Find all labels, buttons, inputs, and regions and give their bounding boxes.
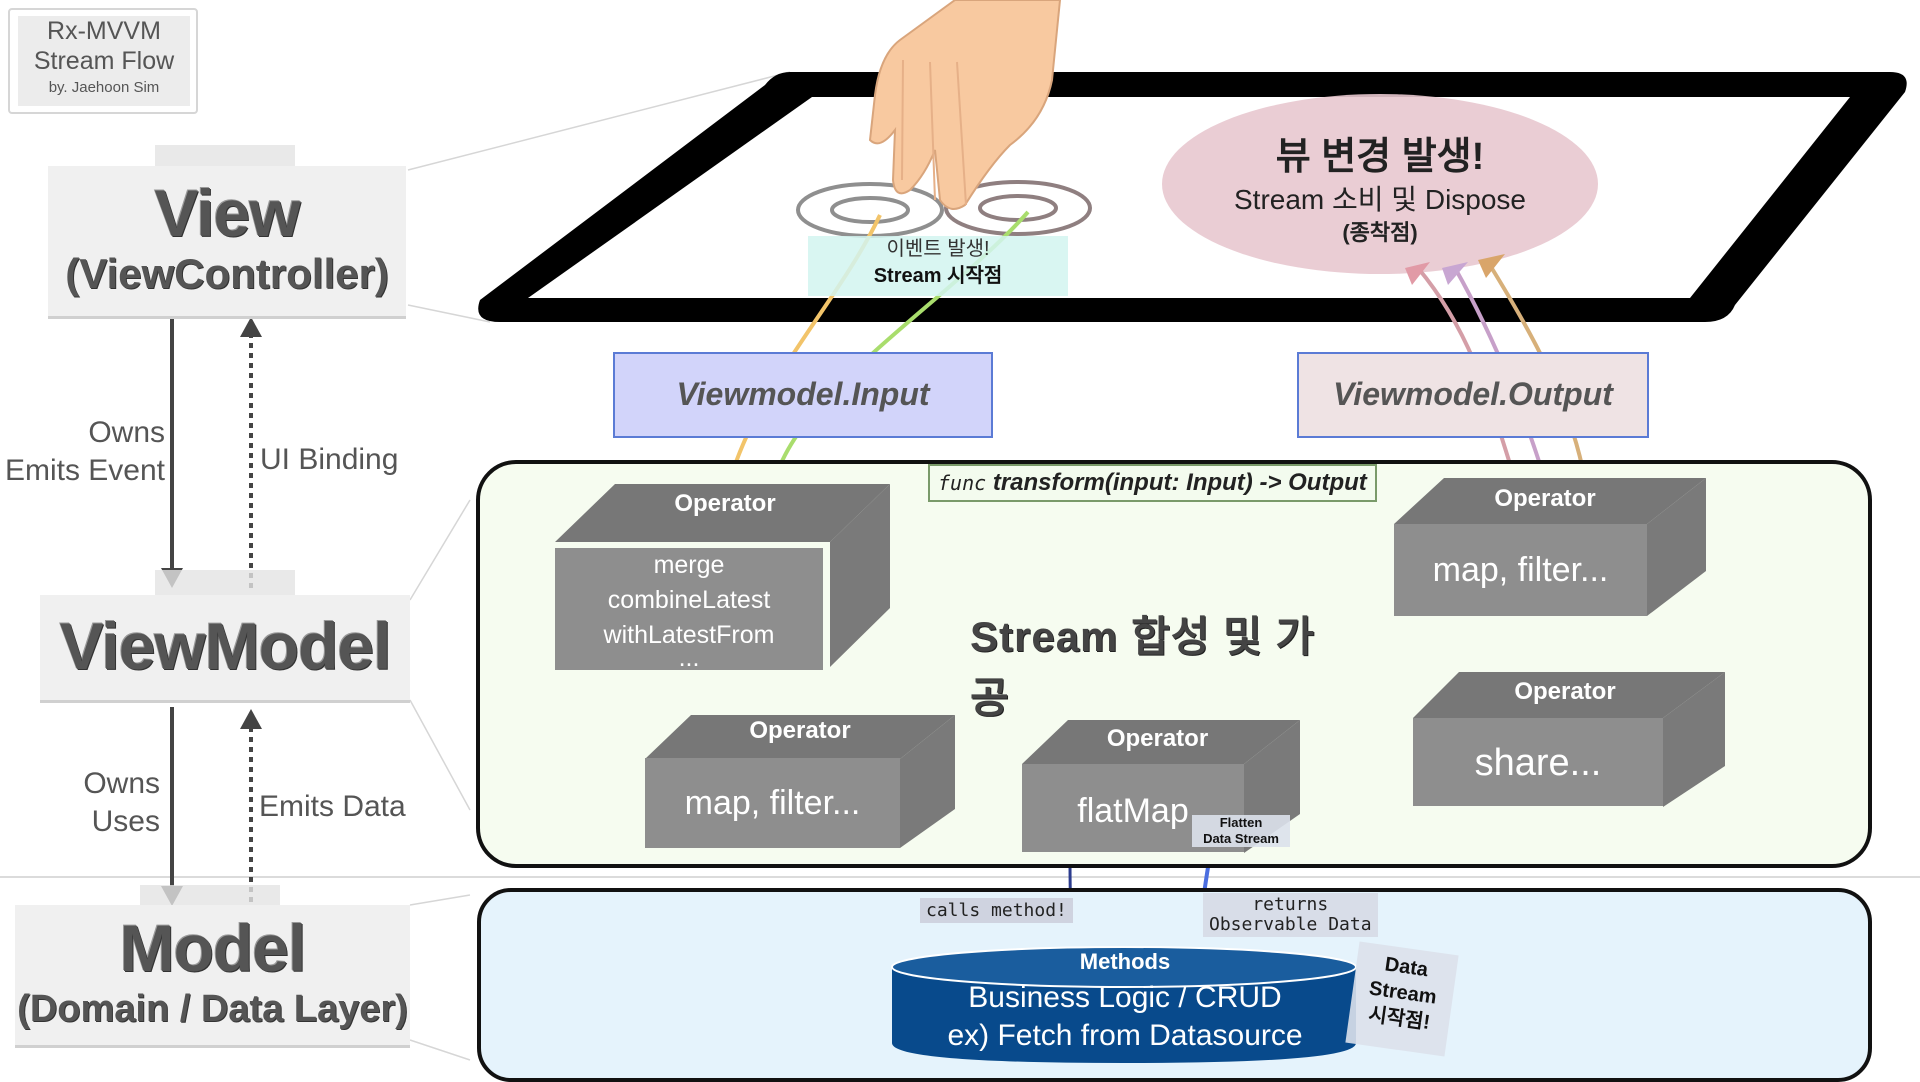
emits-event-text: Emits Event [4,454,165,487]
returns-observable-tag: returns Observable Data [1203,893,1378,937]
operator-share-box: share... [1413,718,1663,806]
owns-uses-label: Owns Uses [83,765,160,841]
view-change-title: 뷰 변경 발생! [1275,136,1485,178]
model-layer-label: Model (Domain / Data Layer) [15,905,410,1045]
guide-line-vm-bottom [409,699,471,811]
viewmodel-layer-label: ViewModel [40,595,410,700]
viewmodel-title: ViewModel [59,609,392,683]
owns-emits-label: Owns Emits Event [5,414,165,490]
model-title: Model [119,911,307,985]
view-change-end: (종착점) [1342,220,1418,245]
op-merge-text: merge [653,551,725,579]
view-change-consume: Stream 소비 및 Dispose [1233,184,1527,215]
guide-line-view-bottom [407,304,491,323]
fetch-datasource-text: ex) Fetch from Datasource [947,1019,1303,1052]
stream-start-text: Stream 시작점 [873,265,1003,287]
operator-flatmap-title: Operator [1106,725,1209,752]
view-subtitle: (ViewController) [65,250,389,297]
operator-share-shape [1413,672,1725,807]
operator-share-title: Operator [1514,678,1616,705]
owns-text: Owns [83,767,160,800]
calls-method-tag: calls method! [920,898,1073,923]
viewmodel-input-box: Viewmodel.Input [613,352,993,438]
operator-merge-title: Operator [674,490,776,517]
emits-data-label: Emits Data [259,790,406,823]
badge-author: by. Jaehoon Sim [48,79,160,96]
view-layer-label: View (ViewController) [48,166,406,316]
op-withlatestfrom-text: withLatestFrom [603,621,775,649]
guide-line-vm-top [409,499,471,601]
stream-composition-title: Stream 합성 및 가공 [970,613,1315,721]
view-change-label: 뷰 변경 발생! Stream 소비 및 Dispose (종착점) [1180,132,1580,248]
ui-binding-label: UI Binding [260,443,399,476]
operator-map-right-shape [1394,478,1706,616]
guide-line-model-top [409,894,471,906]
operator-map-right-title: Operator [1494,485,1596,512]
op-ellipsis-text: ... [678,644,700,672]
badge-subtitle: Stream Flow [33,47,175,75]
observable-data-text: Observable Data [1209,914,1372,935]
title-badge-inner: Rx-MVVM Stream Flow by. Jaehoon Sim [18,16,190,106]
operator-map-left-shape [645,715,955,848]
flatten-note: Flatten Data Stream [1192,815,1290,847]
badge-title: Rx-MVVM [47,17,161,45]
viewmodel-output-box: Viewmodel.Output [1297,352,1649,438]
func-keyword: func [938,471,987,495]
hand-illustration [868,0,1062,210]
methods-database: Methods Business Logic / CRUD ex) Fetch … [890,948,1360,1054]
owns-text: Owns [88,416,165,449]
operator-merge-shape [555,484,890,667]
operator-map-left-title: Operator [749,717,851,744]
output-arrowheads [1405,254,1505,285]
title-badge: Rx-MVVM Stream Flow by. Jaehoon Sim [8,8,198,114]
guide-line-view-top [407,71,791,171]
view-change-glow [1162,94,1598,274]
transform-func-tag: func transform(input: Input) -> Output [928,464,1377,502]
operator-map-left-box: map, filter... [645,758,900,848]
flatten-data-stream-text: Data Stream [1203,831,1279,846]
operator-map-right-box: map, filter... [1394,524,1647,616]
business-logic-text: Business Logic / CRUD [968,981,1282,1014]
flatten-text: Flatten [1219,815,1263,830]
event-start-label: 이벤트 발생! Stream 시작점 [808,236,1068,296]
returns-text: returns [1252,894,1329,915]
op-combinelatest-text: combineLatest [607,586,771,614]
func-signature: transform(input: Input) -> Output [992,469,1367,496]
view-title: View [154,176,300,250]
methods-database-shape [891,946,1357,1063]
operator-merge-box: merge combineLatest withLatestFrom ... [555,548,823,672]
event-occurred-text: 이벤트 발생! [886,238,990,260]
guide-line-model-bottom [409,1039,471,1061]
data-stream-start-note: Data Stream 시작점! [1345,941,1459,1057]
uses-text: Uses [91,805,160,838]
model-subtitle: (Domain / Data Layer) [17,988,408,1030]
methods-title: Methods [1079,949,1171,974]
